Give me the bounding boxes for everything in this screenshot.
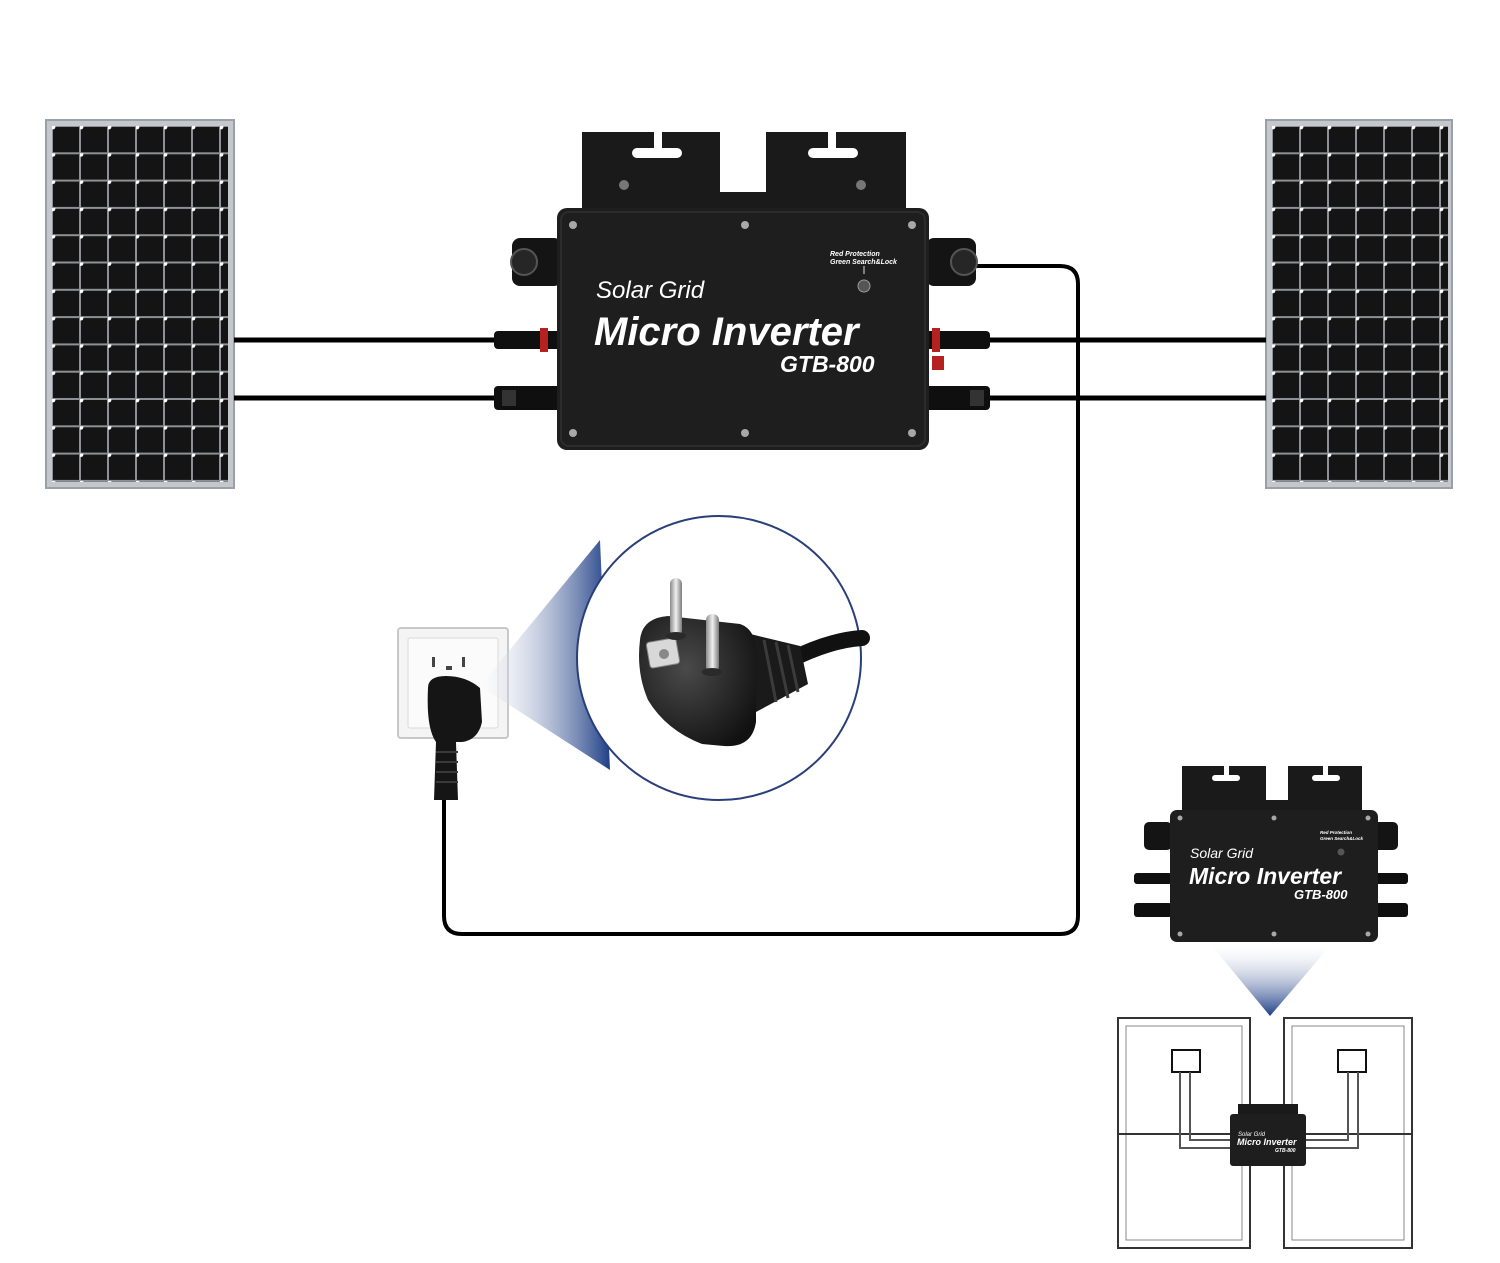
inverter-product-label: Micro Inverter (1237, 1137, 1297, 1147)
schuko-plug-icon (639, 578, 870, 747)
dc-wires (234, 337, 1266, 401)
solar-panel-right (1265, 119, 1453, 489)
inverter-model-label: GTB-800 (1294, 887, 1348, 902)
plug-magnifier (576, 515, 870, 801)
led-legend-line2: Green Search&Lock (830, 259, 898, 266)
led-legend-line2: Green Search&Lock (1320, 836, 1364, 841)
inverter-brand-label: Solar Grid (1190, 845, 1254, 861)
inverter-model-label: GTB-800 (1275, 1148, 1296, 1154)
inverter-model-label: GTB-800 (780, 351, 875, 377)
panel-pair-mounting: Solar Grid Micro Inverter GTB-800 (1117, 1017, 1413, 1249)
micro-inverter-main: Red Protection Green Search&Lock Solar G… (494, 132, 990, 450)
inverter-brand-label: Solar Grid (1238, 1132, 1266, 1138)
inverter-product-label: Micro Inverter (1189, 863, 1342, 889)
zoom-beam (480, 540, 610, 770)
led-legend-line1: Red Protection (830, 251, 880, 258)
wall-outlet-icon (397, 627, 509, 800)
micro-inverter-small: Red Protection Green Search&Lock Solar G… (1134, 766, 1408, 942)
led-legend-line1: Red Protection (1320, 830, 1352, 835)
solar-panel-left (45, 119, 235, 489)
inverter-brand-label: Solar Grid (596, 277, 705, 304)
zoom-beam-small (1212, 946, 1330, 1016)
ac-wire (442, 264, 1080, 936)
inverter-product-label: Micro Inverter (594, 310, 861, 354)
